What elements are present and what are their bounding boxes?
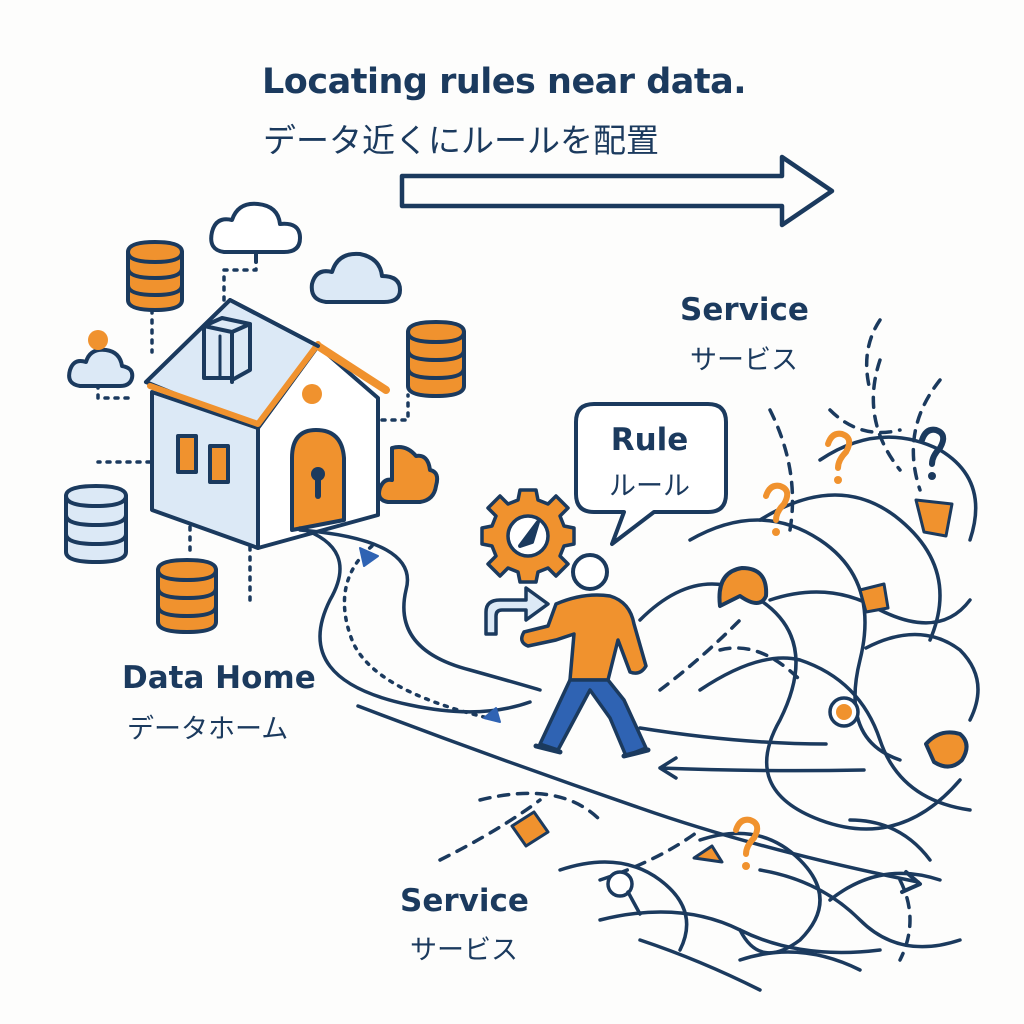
orange-shape-icon	[510, 810, 550, 848]
title-english: Locating rules near data.	[262, 62, 747, 102]
dotted-return-path	[342, 544, 490, 720]
database-icon	[126, 240, 184, 312]
cloud-icon-orange	[377, 445, 440, 504]
orange-shape-icon	[914, 498, 954, 538]
person-walking-icon	[520, 553, 651, 759]
return-arrow-icon	[359, 547, 379, 567]
service-top-label: Service	[680, 292, 809, 328]
tangled-paths	[558, 435, 980, 992]
rule-label-jp: ルール	[609, 471, 690, 502]
cloud-icon	[67, 347, 135, 388]
road-path	[298, 528, 542, 692]
road-path	[298, 526, 532, 714]
service-bottom-label-jp: サービス	[410, 935, 518, 966]
question-mark-icon	[733, 430, 853, 857]
dashed-paths	[438, 318, 942, 962]
road-path	[356, 704, 920, 884]
header-arrow-icon	[399, 154, 835, 228]
database-icon	[64, 484, 128, 564]
location-pin-icon	[717, 566, 969, 769]
rule-bubble: Rule ルール	[572, 404, 727, 514]
turn-arrow-icon	[484, 586, 550, 636]
database-icon	[406, 320, 466, 398]
rule-label: Rule	[610, 422, 689, 458]
orange-shape-icon	[858, 582, 890, 614]
return-arrow-icon	[483, 707, 501, 723]
gear-icon	[480, 488, 576, 584]
cloud-icon	[309, 251, 402, 304]
service-bottom-label: Service	[400, 883, 529, 919]
database-icon	[156, 558, 218, 634]
title-japanese: データ近くにルールを配置	[263, 121, 659, 160]
orange-shape-icon	[692, 844, 724, 864]
data-home-label-jp: データホーム	[127, 714, 289, 745]
house-icon	[144, 298, 390, 550]
arrow-left-icon	[658, 756, 866, 780]
pin-node-icon	[606, 870, 634, 898]
speech-bubble-icon	[574, 402, 728, 546]
data-home-label: Data Home	[122, 660, 316, 696]
question-mark-icon	[919, 426, 947, 467]
cloud-icon	[209, 201, 302, 254]
service-top-label-jp: サービス	[690, 345, 798, 376]
